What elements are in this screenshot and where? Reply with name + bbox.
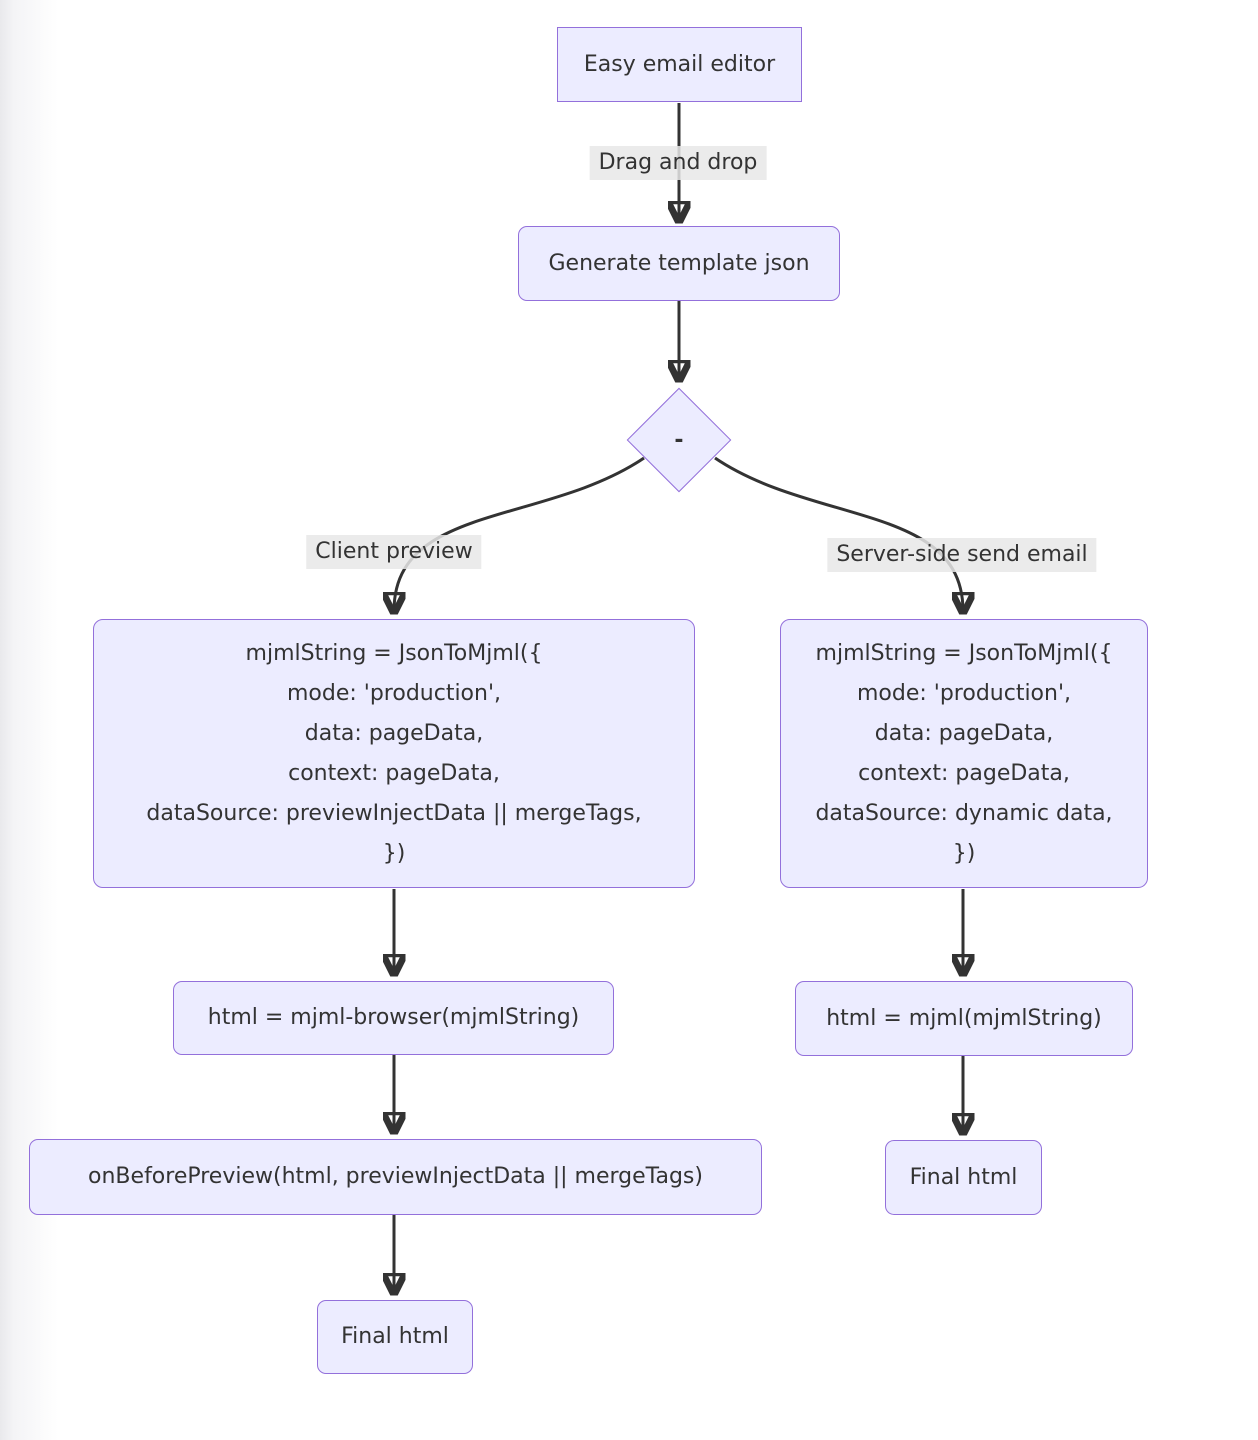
node-label: html = mjml(mjmlString) [826,1005,1102,1031]
node-onbeforepreview: onBeforePreview(html, previewInjectData … [29,1139,762,1215]
node-mjml-browser: html = mjml-browser(mjmlString) [173,981,614,1055]
code-line: }) [952,840,976,866]
node-label: Generate template json [548,250,810,276]
node-mjml: html = mjml(mjmlString) [795,981,1133,1056]
edge-label-server-side-send-email: Server-side send email [827,538,1097,572]
code-line: mode: 'production', [856,680,1072,706]
node-label: onBeforePreview(html, previewInjectData … [88,1164,703,1190]
code-line: mjmlString = JsonToMjml({ [815,640,1113,666]
node-final-html-client: Final html [317,1300,473,1374]
code-line: }) [382,840,406,866]
code-line: context: pageData, [858,760,1070,786]
code-line: dataSource: dynamic data, [815,800,1113,826]
node-server-jsontomjml: mjmlString = JsonToMjml({ mode: 'product… [780,619,1148,888]
node-generate-template-json: Generate template json [518,226,840,301]
node-label: Easy email editor [583,51,776,77]
decision-diamond-label: - [674,427,684,453]
edge-label-drag-and-drop: Drag and drop [589,146,767,180]
edge-label-client-preview: Client preview [306,535,482,569]
node-label: Final html [909,1164,1018,1190]
node-label: html = mjml-browser(mjmlString) [207,1005,580,1031]
code-line: context: pageData, [288,760,500,786]
edge-decision-to-client [394,456,645,611]
node-easy-email-editor: Easy email editor [557,27,802,102]
code-line: mode: 'production', [286,680,502,706]
code-line: data: pageData, [304,720,484,746]
node-final-html-server: Final html [885,1140,1042,1215]
node-label: Final html [341,1324,449,1350]
code-line: data: pageData, [874,720,1054,746]
node-client-jsontomjml: mjmlString = JsonToMjml({ mode: 'product… [93,619,695,888]
code-line: mjmlString = JsonToMjml({ [245,640,543,666]
code-line: dataSource: previewInjectData || mergeTa… [146,800,642,826]
edge-decision-to-server [714,456,963,611]
